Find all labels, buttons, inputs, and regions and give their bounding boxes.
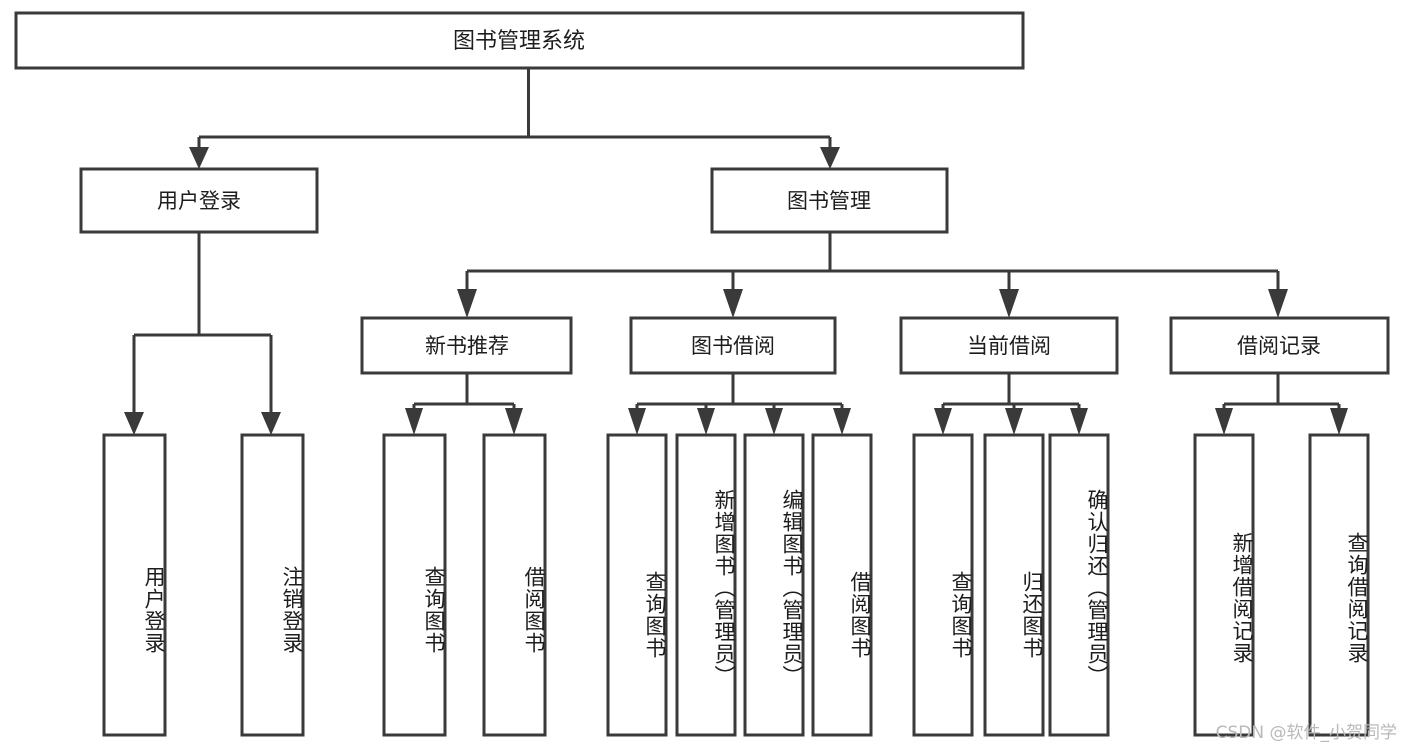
arrow-head-leaf-query-record (1330, 408, 1348, 435)
node-label-new-book-recommend: 新书推荐 (425, 334, 509, 358)
arrow-head-user-login (189, 147, 209, 169)
arrow-head-book-borrow (723, 289, 743, 318)
connector-group-current-borrow (934, 373, 1088, 435)
arrow-head-leaf-logout (261, 412, 281, 435)
node-box-leaf-add-record[interactable] (1193, 433, 1255, 737)
node-box-leaf-logout[interactable] (240, 433, 305, 737)
node-box-leaf-add-book[interactable] (675, 433, 737, 737)
arrow-head-leaf-borrow-book-2 (833, 408, 851, 435)
arrow-head-leaf-query-book-1 (405, 408, 423, 435)
node-label-borrow-record: 借阅记录 (1237, 334, 1321, 358)
connector-group-new-book-recommend (405, 373, 523, 435)
connector-group-borrow-record (1215, 373, 1348, 435)
arrow-head-borrow-record (1268, 289, 1288, 318)
node-box-leaf-user-login[interactable] (102, 433, 167, 737)
node-box-book-borrow[interactable] (629, 316, 837, 375)
connector-group-user-login (124, 232, 281, 435)
node-box-leaf-borrow-book-2[interactable] (811, 433, 873, 737)
node-label-book-management: 图书管理 (787, 189, 871, 213)
arrow-head-current-borrow (999, 289, 1019, 318)
node-box-new-book-recommend[interactable] (360, 316, 573, 375)
node-label-book-borrow: 图书借阅 (691, 334, 775, 358)
node-box-leaf-confirm-return[interactable] (1048, 433, 1110, 737)
arrow-head-leaf-query-book-2 (628, 408, 646, 435)
node-box-borrow-record[interactable] (1169, 316, 1390, 375)
node-box-leaf-query-book-1[interactable] (382, 433, 447, 737)
arrow-head-leaf-confirm-return (1070, 408, 1088, 435)
node-box-leaf-borrow-book-1[interactable] (482, 433, 547, 737)
node-box-user-login[interactable] (79, 167, 319, 234)
arrow-head-leaf-add-book (697, 408, 715, 435)
arrow-head-leaf-borrow-book-1 (505, 408, 523, 435)
node-box-leaf-query-record[interactable] (1308, 433, 1370, 737)
arrow-head-leaf-user-login (124, 412, 144, 435)
node-label-user-login: 用户登录 (157, 189, 241, 213)
connector-group-book-borrow (628, 373, 851, 435)
arrow-head-leaf-add-record (1215, 408, 1233, 435)
arrow-head-leaf-return-book (1005, 408, 1023, 435)
node-box-leaf-query-book-3[interactable] (912, 433, 974, 737)
arrow-head-new-book-recommend (457, 289, 477, 318)
node-box-leaf-return-book[interactable] (983, 433, 1045, 737)
node-box-leaf-query-book-2[interactable] (606, 433, 668, 737)
node-label-root: 图书管理系统 (453, 29, 585, 54)
watermark-text: CSDN @软件_小贺同学 (1215, 723, 1397, 743)
node-label-current-borrow: 当前借阅 (967, 334, 1051, 358)
connector-group-book-management (457, 232, 1288, 318)
node-box-leaf-edit-book[interactable] (743, 433, 805, 737)
arrow-head-leaf-edit-book (765, 408, 783, 435)
arrow-head-book-management (820, 147, 840, 169)
connector-group-root (189, 68, 840, 169)
node-box-current-borrow[interactable] (899, 316, 1119, 375)
node-box-book-management[interactable] (710, 167, 949, 234)
arrow-head-leaf-query-book-3 (934, 408, 952, 435)
node-box-root[interactable] (14, 11, 1025, 70)
